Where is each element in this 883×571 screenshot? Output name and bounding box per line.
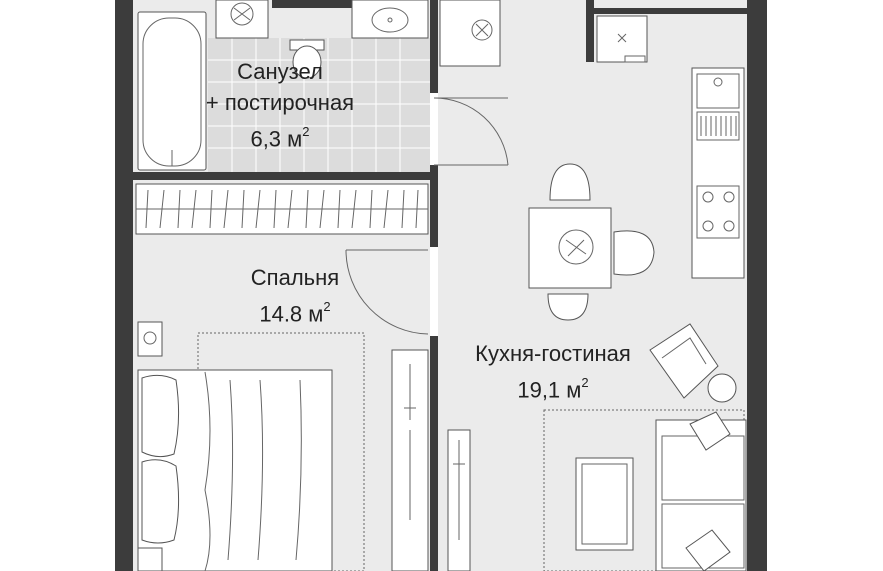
kitchen-area-sup: 2 <box>581 375 589 390</box>
bathtub <box>137 11 207 171</box>
bathroom-name: Санузел <box>237 59 323 84</box>
kitchen-counter <box>691 67 745 279</box>
wardrobe <box>135 183 429 235</box>
bathroom-area-sup: 2 <box>302 124 310 139</box>
wall-kitchen-ledge <box>586 8 747 14</box>
wall-niche-top <box>272 0 352 8</box>
bedroom-cabinet <box>391 349 429 571</box>
bedroom-area-unit: м <box>308 301 324 327</box>
bed <box>137 369 333 571</box>
washing-machine-icon <box>215 0 269 39</box>
nightstand-bottom <box>137 547 163 571</box>
bathroom-area-value: 6,3 <box>250 126 282 152</box>
bedroom-door <box>345 249 429 335</box>
sofa <box>655 411 747 571</box>
sink <box>351 0 429 39</box>
wall-partition-mid <box>430 165 438 247</box>
bathroom-name-2: + постирочная <box>205 90 355 115</box>
wall-partition-bottom <box>430 336 438 571</box>
kitchen-label: Кухня-гостиная 19,1 м2 <box>448 338 658 405</box>
dining-chairs <box>547 163 655 321</box>
kitchen-area-value: 19,1 <box>517 377 561 403</box>
bedroom-label: Спальня 14.8 м2 <box>215 262 375 329</box>
shower-corner-icon <box>439 0 501 67</box>
kitchen-area: 19,1 м2 <box>448 369 658 405</box>
tile-grid <box>208 38 430 172</box>
bedroom-area-value: 14.8 <box>259 301 303 327</box>
living-cabinet <box>447 429 471 571</box>
bathroom-label: Санузел + постирочная 6,3 м2 <box>190 56 370 154</box>
bathroom-area-unit: м <box>287 126 303 152</box>
coffee-table <box>575 457 634 551</box>
bedroom-name: Спальня <box>250 265 340 290</box>
outer-wall-right <box>747 0 767 571</box>
dining-table <box>528 207 612 289</box>
toilet-icon <box>289 39 325 79</box>
wall-partition-top <box>430 0 438 93</box>
wall-bath-bedroom <box>133 172 438 180</box>
wall-kitchen-top <box>586 0 594 62</box>
outer-wall-left <box>115 0 133 571</box>
bathroom-area: 6,3 м2 <box>190 118 370 154</box>
bedroom-area: 14.8 м2 <box>215 293 375 329</box>
bathroom-door <box>433 97 509 166</box>
bedroom-area-sup: 2 <box>323 299 331 314</box>
kitchen-area-unit: м <box>566 377 582 403</box>
nightstand-top <box>137 321 163 357</box>
fridge <box>596 15 648 63</box>
kitchen-name: Кухня-гостиная <box>475 341 631 366</box>
armchair <box>649 323 737 403</box>
